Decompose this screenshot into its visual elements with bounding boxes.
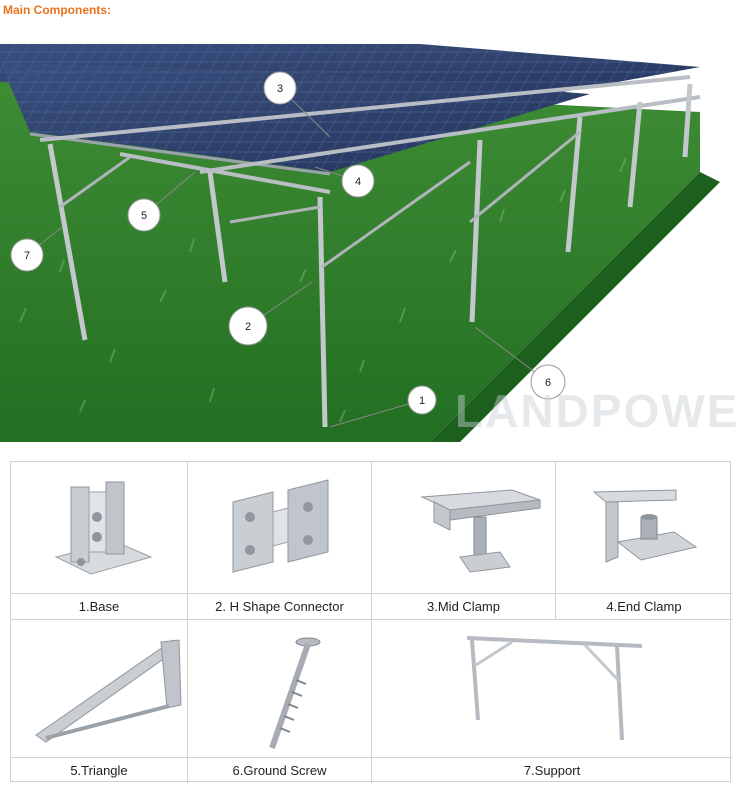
svg-text:3: 3 [277, 83, 283, 95]
svg-text:7: 7 [24, 250, 30, 262]
svg-text:2: 2 [245, 321, 251, 333]
callout-3: 3 [263, 71, 331, 138]
mid-clamp-icon [420, 489, 541, 573]
callout-4: 4 [314, 164, 375, 198]
triangle-icon [35, 639, 182, 743]
callout-2: 2 [228, 281, 313, 346]
components-grid: 1.Base 2. H Shape Connector [10, 461, 732, 783]
callout-5: 5 [127, 171, 196, 232]
base-icon [54, 481, 153, 575]
svg-text:4: 4 [355, 176, 361, 188]
support-rails [39, 75, 701, 194]
component-label-end-clamp: 4.End Clamp [556, 593, 732, 619]
diagonal-braces [59, 130, 581, 269]
component-cell-h-connector: 2. H Shape Connector [188, 462, 372, 620]
component-cell-support: 7.Support [372, 620, 732, 783]
svg-text:6: 6 [545, 377, 551, 389]
end-clamp-icon [592, 489, 698, 563]
component-cell-triangle: 5.Triangle [11, 620, 188, 783]
support-legs [47, 83, 693, 428]
component-label-base: 1.Base [11, 593, 187, 619]
grass-field [0, 77, 700, 442]
component-label-h-connector: 2. H Shape Connector [188, 593, 371, 619]
callout-6: 6 [474, 326, 566, 400]
h-shape-connector-icon [232, 479, 329, 573]
svg-text:5: 5 [141, 210, 147, 222]
component-cell-mid-clamp: 3.Mid Clamp [372, 462, 556, 620]
callout-7: 7 [10, 226, 63, 272]
callout-1: 1 [329, 385, 437, 428]
component-cell-ground-screw: 6.Ground Screw [188, 620, 372, 783]
watermark: LANDPOWER [455, 385, 738, 437]
ground-screw-icon [269, 637, 321, 749]
grass-edge [430, 172, 720, 442]
support-icon [466, 636, 643, 741]
component-cell-base: 1.Base [11, 462, 188, 620]
component-label-support: 7.Support [372, 757, 732, 783]
component-label-mid-clamp: 3.Mid Clamp [372, 593, 555, 619]
component-label-triangle: 5.Triangle [11, 757, 187, 783]
component-label-ground-screw: 6.Ground Screw [188, 757, 371, 783]
component-cell-end-clamp: 4.End Clamp [556, 462, 732, 620]
section-heading: Main Components: [3, 3, 111, 17]
mounting-system-svg: 3 4 5 7 2 6 1 [0, 44, 738, 442]
mounting-system-illustration: 3 4 5 7 2 6 1 [0, 22, 738, 442]
svg-text:1: 1 [419, 395, 425, 407]
